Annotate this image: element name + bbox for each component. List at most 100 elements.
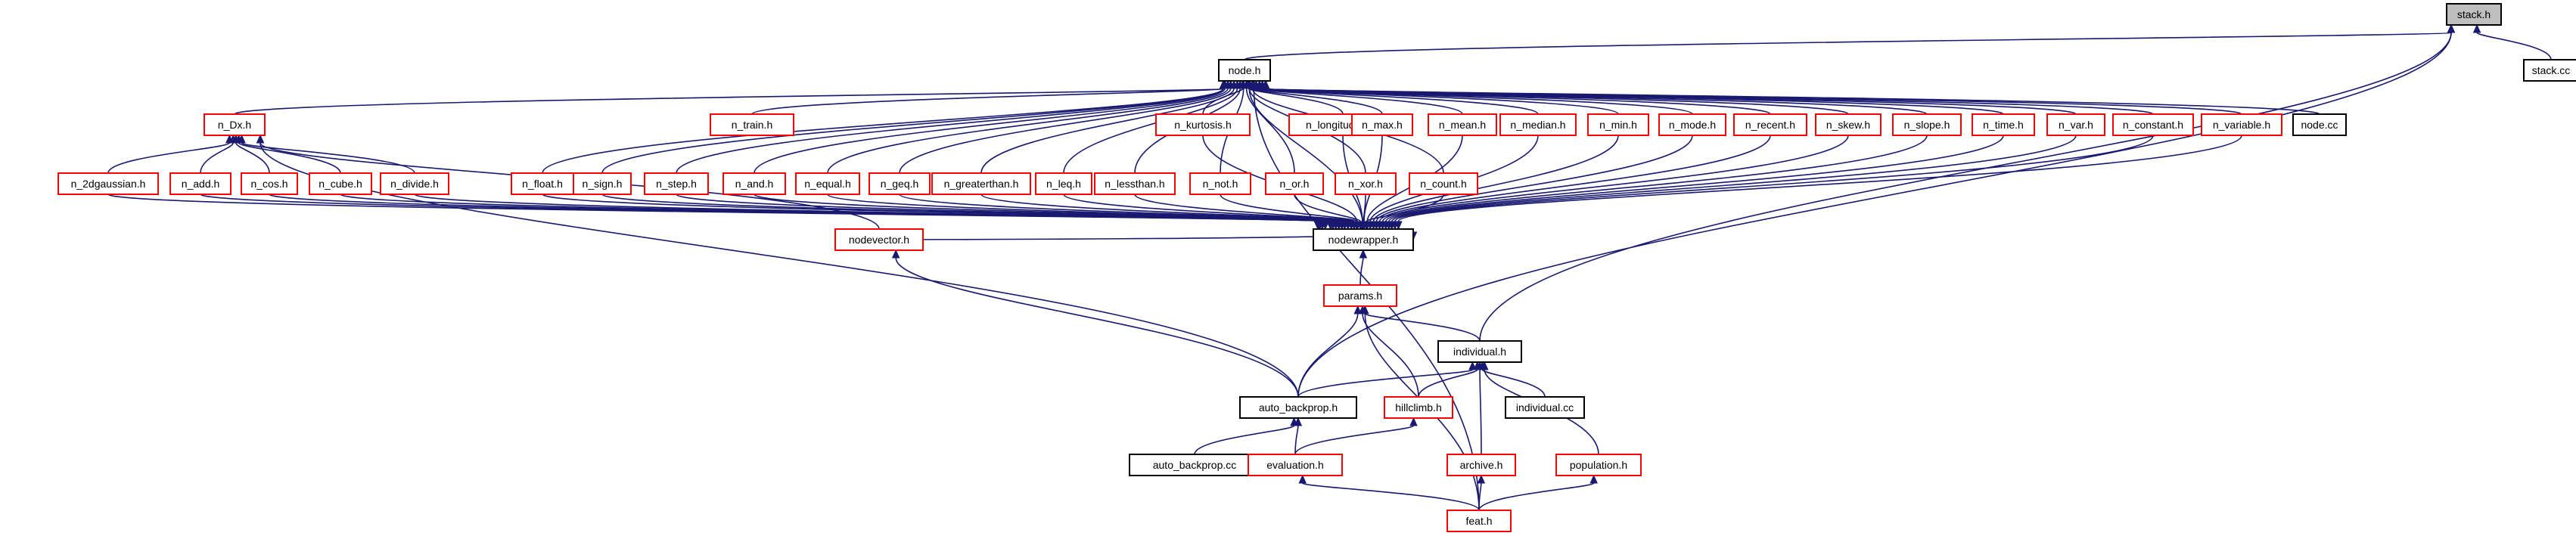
edge-line: [235, 142, 270, 174]
node-layer: stack.h stack.cc node.h n_Dx.h n_train.h n_ku…: [57, 3, 2576, 532]
node-feat[interactable]: feat.h: [1446, 510, 1512, 532]
node-box: [1248, 454, 1343, 476]
node-ngeq[interactable]: n_geq.h: [869, 172, 931, 195]
node-box: [380, 172, 449, 195]
node-box: [1155, 113, 1251, 136]
node-nkurt[interactable]: n_kurtosis.h: [1155, 113, 1251, 136]
node-nstep[interactable]: n_step.h: [644, 172, 709, 195]
node-stackcc[interactable]: stack.cc: [2523, 59, 2576, 82]
node-label: n_variable.h: [2213, 119, 2270, 131]
edge-line: [1297, 313, 1359, 398]
node-pop[interactable]: population.h: [1555, 454, 1642, 476]
node-nnot[interactable]: n_not.h: [1189, 172, 1251, 195]
node-nxor[interactable]: n_xor.h: [1335, 172, 1397, 195]
node-autobp[interactable]: auto_backprop.h: [1239, 396, 1357, 419]
node-nslope[interactable]: n_slope.h: [1892, 113, 1962, 136]
edge-line: [1249, 88, 1383, 115]
node-label: evaluation.h: [1266, 459, 1324, 471]
edge-eval-to-autobp: [1294, 417, 1303, 455]
node-box: [2046, 113, 2105, 136]
edge-ncube-to-nDx: [235, 134, 341, 174]
edge-nwrap-to-node: [1245, 79, 1364, 230]
edge-line: [1248, 88, 1364, 230]
node-nlt[interactable]: n_lessthan.h: [1094, 172, 1176, 195]
edge-line: [751, 88, 1226, 115]
node-nwrap[interactable]: nodewrapper.h: [1313, 228, 1414, 251]
node-label: params.h: [1338, 290, 1382, 302]
node-label: n_cos.h: [250, 178, 287, 190]
edge-line: [895, 257, 1299, 398]
node-nleq[interactable]: n_leq.h: [1035, 172, 1092, 195]
node-box: [573, 172, 632, 195]
node-ndivide[interactable]: n_divide.h: [380, 172, 449, 195]
node-nor[interactable]: n_or.h: [1265, 172, 1324, 195]
node-ntrain[interactable]: n_train.h: [710, 113, 794, 136]
node-n2dg[interactable]: n_2dgaussian.h: [57, 172, 159, 195]
node-label: node.h: [1229, 64, 1261, 76]
node-node[interactable]: node.h: [1218, 59, 1271, 82]
node-box: [2201, 113, 2282, 136]
node-box: [722, 172, 786, 195]
node-nmax[interactable]: n_max.h: [1351, 113, 1413, 136]
node-params[interactable]: params.h: [1323, 284, 1397, 307]
edge-line: [827, 88, 1229, 174]
node-indivcc[interactable]: individual.cc: [1505, 396, 1585, 419]
node-eval[interactable]: evaluation.h: [1248, 454, 1343, 476]
edge-line: [1294, 425, 1415, 455]
node-label: archive.h: [1460, 459, 1503, 471]
node-nrecent[interactable]: n_recent.h: [1733, 113, 1807, 136]
node-label: n_mode.h: [1669, 119, 1716, 131]
node-ntime[interactable]: n_time.h: [1972, 113, 2035, 136]
node-nmean[interactable]: n_mean.h: [1428, 113, 1497, 136]
node-box: [1815, 113, 1882, 136]
edge-archive-to-indiv: [1475, 361, 1484, 455]
node-nadd[interactable]: n_add.h: [169, 172, 231, 195]
node-ncos[interactable]: n_cos.h: [241, 172, 298, 195]
node-nmode[interactable]: n_mode.h: [1658, 113, 1726, 136]
node-nsign[interactable]: n_sign.h: [573, 172, 632, 195]
node-nvec[interactable]: nodevector.h: [834, 228, 924, 251]
node-nodecc[interactable]: node.cc: [2292, 113, 2347, 136]
node-archive[interactable]: archive.h: [1446, 454, 1516, 476]
arrowhead: [2447, 23, 2456, 33]
node-label: n_or.h: [1280, 178, 1310, 190]
node-hill[interactable]: hillclimb.h: [1384, 396, 1453, 419]
node-stack[interactable]: stack.h: [2446, 3, 2502, 26]
node-nskew[interactable]: n_skew.h: [1815, 113, 1882, 136]
node-label: n_time.h: [1983, 119, 2024, 131]
node-nand[interactable]: n_and.h: [722, 172, 786, 195]
edge-line: [1418, 369, 1478, 398]
node-nmedian[interactable]: n_median.h: [1499, 113, 1577, 136]
edge-layer: [107, 23, 2552, 511]
node-ncube[interactable]: n_cube.h: [309, 172, 372, 195]
edge-ntrain-to-node: [751, 79, 1229, 115]
node-ngt[interactable]: n_greaterthan.h: [931, 172, 1031, 195]
node-box: [1035, 172, 1092, 195]
node-box: [2523, 59, 2576, 82]
node-box: [1409, 172, 1478, 195]
edge-autobp-to-nvec: [891, 249, 1299, 398]
node-box: [1446, 454, 1516, 476]
node-nDx[interactable]: n_Dx.h: [204, 113, 266, 136]
node-box: [795, 172, 860, 195]
node-nmin[interactable]: n_min.h: [1587, 113, 1649, 136]
node-nfloat[interactable]: n_float.h: [511, 172, 574, 195]
node-nvariable[interactable]: n_variable.h: [2201, 113, 2282, 136]
edge-line: [1244, 32, 2452, 60]
edge-nvar-to-node: [1261, 79, 2077, 115]
edge-line: [899, 88, 1232, 174]
node-label: n_float.h: [522, 178, 563, 190]
edge-line: [1394, 135, 2154, 222]
node-nconst[interactable]: n_constant.h: [2112, 113, 2194, 136]
node-box: [1733, 113, 1807, 136]
edge-line: [1478, 482, 1482, 511]
node-ncount[interactable]: n_count.h: [1409, 172, 1478, 195]
node-nvar[interactable]: n_var.h: [2046, 113, 2105, 136]
node-autobpcc[interactable]: auto_backprop.cc: [1129, 454, 1260, 476]
node-box: [1335, 172, 1397, 195]
node-indiv[interactable]: individual.h: [1437, 340, 1522, 363]
node-nequal[interactable]: n_equal.h: [795, 172, 860, 195]
node-label: feat.h: [1465, 515, 1492, 527]
edge-line: [238, 142, 341, 174]
